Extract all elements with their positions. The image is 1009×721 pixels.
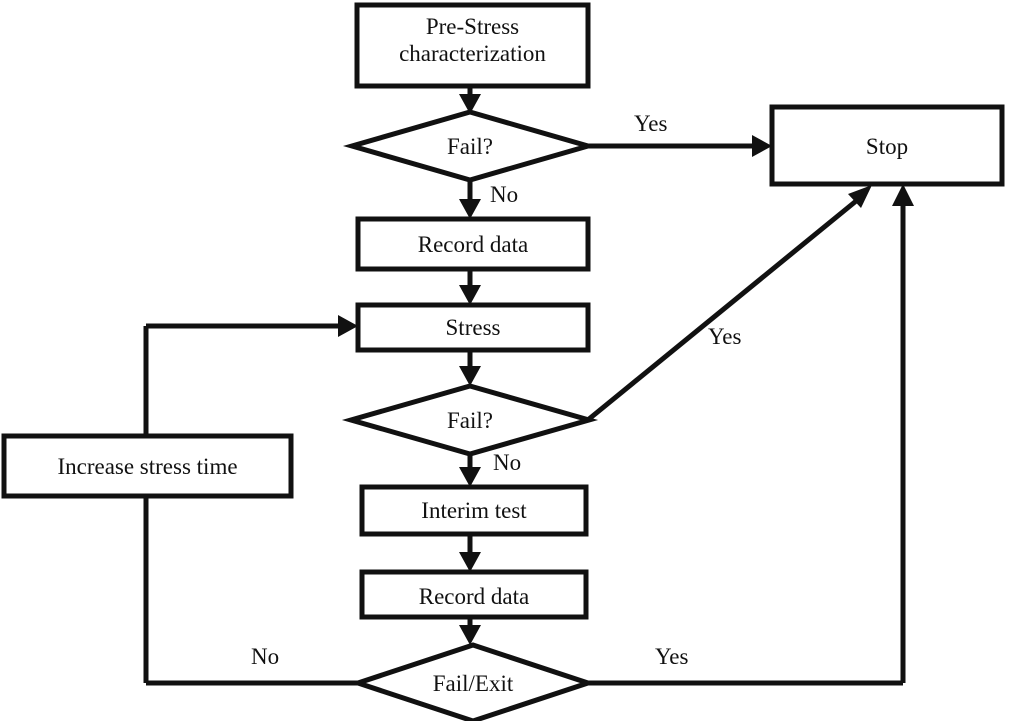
edge-label-fail1-yes: Yes — [634, 111, 668, 136]
edge-fail2-no-to-interim — [459, 454, 481, 487]
node-fail-exit[interactable] — [350, 642, 596, 721]
edge-increase-to-stress — [143, 315, 358, 436]
edge-label-fail2-yes: Yes — [708, 324, 742, 349]
edge-label-fail2-no: No — [493, 450, 522, 475]
node-fail-2[interactable] — [341, 383, 599, 457]
node-stress[interactable] — [355, 302, 591, 353]
edge-failexit-yes-to-stop — [588, 184, 914, 686]
edge-label-failexit-no: No — [251, 644, 280, 669]
edge-stress-to-fail2 — [459, 350, 481, 386]
node-pre-stress[interactable] — [354, 2, 591, 89]
edge-label-failexit-yes: Yes — [655, 644, 689, 669]
edge-fail1-yes-to-stop — [588, 135, 772, 157]
edge-fail2-yes-to-stop — [587, 185, 872, 421]
node-record-data-1[interactable] — [355, 216, 591, 272]
edge-interim-to-record2 — [459, 534, 481, 572]
node-increase-stress-time[interactable] — [1, 433, 294, 499]
edge-label-fail1-no: No — [490, 182, 519, 207]
node-fail-1[interactable] — [342, 109, 598, 183]
node-interim-test[interactable] — [359, 484, 589, 537]
edge-fail1-no-to-record1 — [459, 180, 481, 219]
edge-record2-to-failexit — [459, 617, 481, 645]
edge-record1-to-stress — [459, 269, 481, 305]
node-record-data-2[interactable] — [359, 569, 589, 620]
node-stop[interactable] — [769, 104, 1005, 187]
edge-failexit-no-to-increase — [143, 496, 358, 686]
